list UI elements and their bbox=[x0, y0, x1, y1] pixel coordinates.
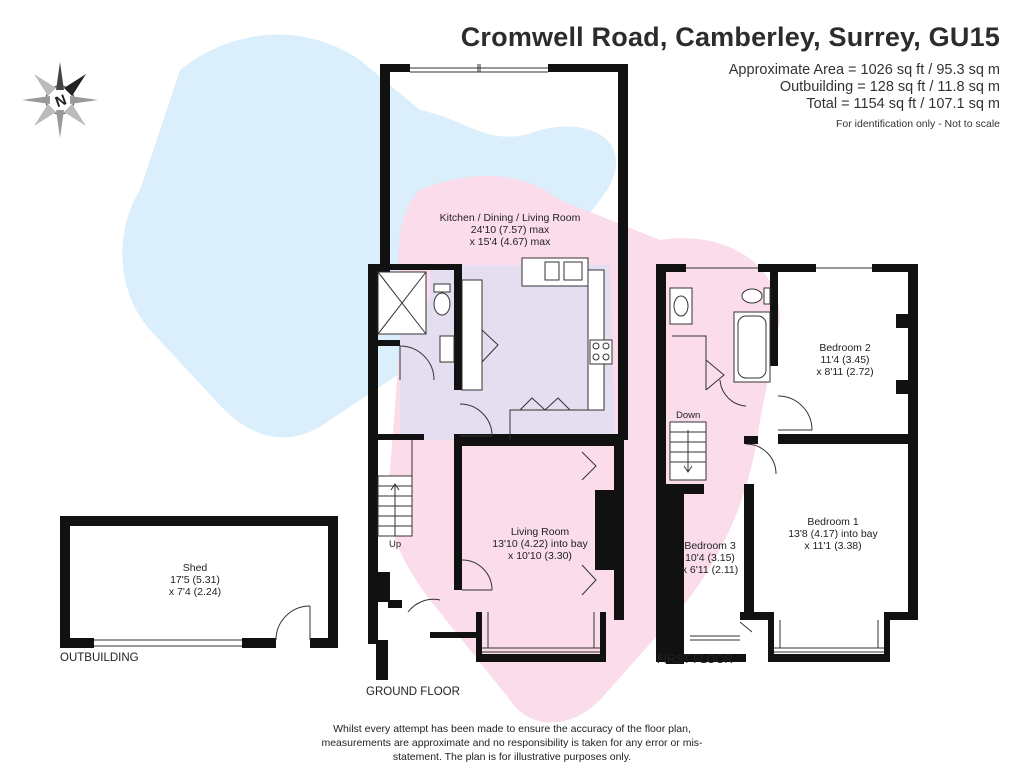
room-dimension: 24'10 (7.57) max bbox=[470, 224, 550, 236]
room-name: Shed bbox=[182, 562, 208, 574]
room-dimension: x 10'10 (3.30) bbox=[508, 550, 572, 562]
first-floor-label: FIRST FLOOR bbox=[657, 654, 733, 666]
room-dimension: x 7'4 (2.24) bbox=[168, 586, 222, 598]
room-dimension: x 6'11 (2.11) bbox=[681, 564, 739, 576]
stairs-down-label: Down bbox=[676, 410, 701, 421]
watermark-overlap bbox=[400, 265, 615, 440]
room-dimension: 17'5 (5.31) bbox=[170, 574, 220, 586]
room-bedroom-1: Bedroom 1 13'8 (4.17) into bay x 11'1 (3… bbox=[768, 516, 898, 552]
first-floor-walls bbox=[656, 264, 918, 664]
ground-floor-label: GROUND FLOOR bbox=[366, 686, 460, 698]
ground-floor-walls bbox=[368, 64, 628, 680]
disclaimer-line: measurements are approximate and no resp… bbox=[321, 737, 703, 749]
ground-floor-fixtures bbox=[377, 64, 613, 653]
room-dimension: x 11'1 (3.38) bbox=[804, 540, 862, 552]
compass-north-icon: N bbox=[22, 62, 98, 138]
room-dimension: x 15'4 (4.67) max bbox=[469, 236, 551, 248]
room-shed: Shed 17'5 (5.31) x 7'4 (2.24) bbox=[130, 562, 260, 598]
first-floor-fixtures bbox=[669, 267, 884, 653]
total-area: Total = 1154 sq ft / 107.1 sq m bbox=[806, 96, 1000, 112]
room-name: Bedroom 1 bbox=[807, 516, 859, 528]
room-kitchen-dining-living: Kitchen / Dining / Living Room 24'10 (7.… bbox=[410, 212, 610, 248]
room-living-room: Living Room 13'10 (4.22) into bay x 10'1… bbox=[470, 526, 610, 562]
property-title: Cromwell Road, Camberley, Surrey, GU15 bbox=[460, 22, 1000, 52]
room-bedroom-3: Bedroom 3 10'4 (3.15) x 6'11 (2.11) bbox=[672, 540, 748, 576]
watermark-blue-shape bbox=[122, 34, 617, 438]
disclaimer-line: statement. The plan is for illustrative … bbox=[392, 751, 632, 763]
outbuilding-walls bbox=[60, 516, 338, 648]
room-name: Bedroom 3 bbox=[684, 540, 736, 552]
room-name: Bedroom 2 bbox=[819, 342, 871, 354]
room-dimension: 13'10 (4.22) into bay bbox=[492, 538, 588, 550]
room-dimension: x 8'11 (2.72) bbox=[816, 366, 874, 378]
room-name: Kitchen / Dining / Living Room bbox=[439, 212, 581, 224]
disclaimer-line: Whilst every attempt has been made to en… bbox=[333, 723, 691, 735]
disclaimer: Whilst every attempt has been made to en… bbox=[292, 722, 732, 764]
room-name: Living Room bbox=[510, 526, 570, 538]
outbuilding-area: Outbuilding = 128 sq ft / 11.8 sq m bbox=[779, 79, 1000, 95]
stairs-up-label: Up bbox=[389, 539, 402, 550]
outbuilding-label: OUTBUILDING bbox=[60, 652, 139, 664]
room-dimension: 10'4 (3.15) bbox=[685, 552, 735, 564]
outbuilding-fixtures bbox=[94, 605, 311, 647]
identification-note: For identification only - Not to scale bbox=[836, 118, 1000, 130]
room-dimension: 13'8 (4.17) into bay bbox=[788, 528, 878, 540]
room-bedroom-2: Bedroom 2 11'4 (3.45) x 8'11 (2.72) bbox=[790, 342, 900, 378]
room-dimension: 11'4 (3.45) bbox=[820, 354, 870, 366]
approximate-area: Approximate Area = 1026 sq ft / 95.3 sq … bbox=[728, 62, 1000, 78]
